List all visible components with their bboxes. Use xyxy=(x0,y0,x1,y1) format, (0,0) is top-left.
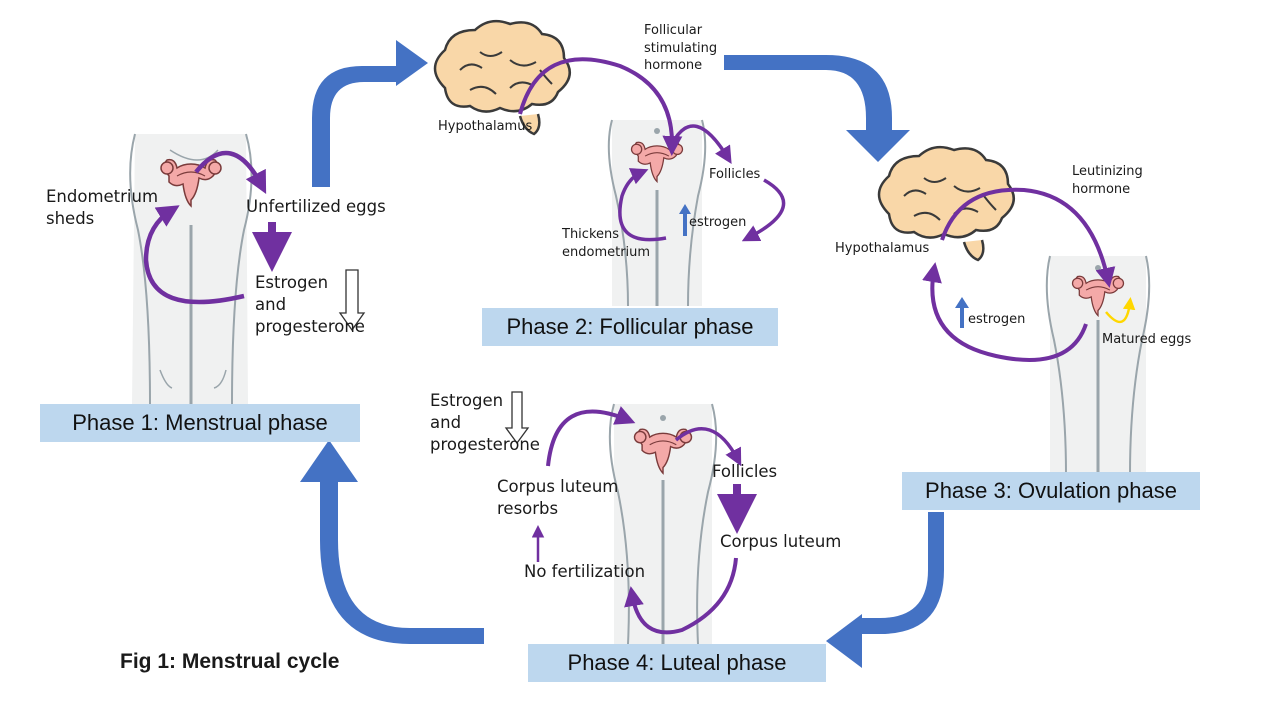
label-no-fertilization: No fertilization xyxy=(524,562,646,581)
p4-decrease-arrow xyxy=(504,391,530,445)
label-corpus-luteum-resorbs: Corpus luteum resorbs xyxy=(497,477,619,518)
phase3-box: Phase 3: Ovulation phase xyxy=(902,472,1200,510)
p1-return-arc xyxy=(143,205,245,305)
p2-increase-arrow xyxy=(679,204,691,236)
figure-caption: Fig 1: Menstrual cycle xyxy=(120,650,340,673)
label-endometrium-sheds: Endometrium sheds xyxy=(46,187,159,228)
process-arrows xyxy=(143,57,1116,635)
p2-estrogen-to-endometrium xyxy=(618,168,667,242)
p2-hormone-arc xyxy=(518,57,683,156)
phase2-box: Phase 2: Follicular phase xyxy=(482,308,778,346)
label-corpus-luteum: Corpus luteum xyxy=(720,532,842,551)
phase4-box: Phase 4: Luteal phase xyxy=(528,644,826,682)
p3-hormone-arc xyxy=(940,187,1116,288)
p2-follicles-to-estrogen xyxy=(741,178,786,242)
cycle-arrows xyxy=(300,40,944,668)
label-matured-eggs: Matured eggs xyxy=(1102,332,1192,347)
hollow-down-arrows xyxy=(338,269,530,445)
p2-arc-to-follicles xyxy=(670,124,732,164)
p4-uterus-to-follicles xyxy=(674,427,742,467)
label-thickens-endometrium: Thickens endometrium xyxy=(562,227,651,260)
blue-up-arrows xyxy=(679,204,969,328)
phase1-box: Phase 1: Menstrual phase xyxy=(40,404,360,442)
label-estrogen-p2: estrogen xyxy=(689,215,747,230)
label-hypothalamus-p3: Hypothalamus xyxy=(835,241,930,256)
label-estrogen-progesterone-p1: Estrogen and progesterone xyxy=(255,273,365,336)
label-unfertilized-eggs: Unfertilized eggs xyxy=(246,197,386,216)
p3-matured-eggs-curl xyxy=(1105,297,1136,324)
p1-arc-to-eggs xyxy=(194,150,267,194)
label-leutinizing-hormone: Leutinizing hormone xyxy=(1072,164,1143,197)
label-estrogen-p3: estrogen xyxy=(968,312,1026,327)
arrow-phase1-to-phase2 xyxy=(312,40,428,187)
p3-return-arc xyxy=(922,262,1088,362)
arrow-phase4-to-phase1 xyxy=(300,440,484,644)
label-follicular-stimulating-hormone: Follicular stimulating hormone xyxy=(644,23,718,74)
label-follicles-p2: Follicles xyxy=(709,167,761,182)
arrow-phase3-to-phase4 xyxy=(826,512,944,668)
label-hypothalamus-p2: Hypothalamus xyxy=(438,119,533,134)
p4-corpus-loop xyxy=(624,557,738,635)
p4-estrogen-to-uterus xyxy=(546,406,636,467)
p3-increase-arrow xyxy=(955,297,969,328)
arrow-phase2-to-phase3 xyxy=(724,55,910,162)
label-estrogen-progesterone-p4: Estrogen and progesterone xyxy=(430,391,540,454)
body-silhouettes xyxy=(129,119,1151,645)
p1-decrease-arrow xyxy=(338,269,366,332)
label-follicles-p4: Follicles xyxy=(712,462,778,481)
